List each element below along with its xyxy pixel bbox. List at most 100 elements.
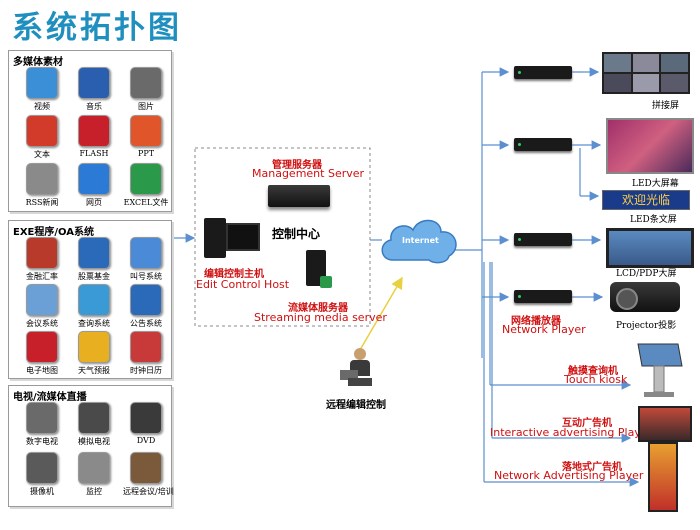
satellite-icon (26, 402, 58, 434)
media-tile-label: EXCEL文件 (123, 198, 169, 207)
exe-tile-label: 叫号系统 (130, 272, 162, 281)
streaming-label-en: Streaming media server (254, 311, 387, 324)
rss-icon (26, 163, 58, 195)
excel-icon (130, 163, 162, 195)
internet-label: Internet (402, 236, 439, 245)
camcorder-icon (26, 452, 58, 484)
exe-tile: 电子地图 (19, 331, 65, 376)
network-player-4-icon (514, 290, 572, 303)
edit-host-label-en: Edit Control Host (196, 278, 290, 291)
pc-tower-icon (204, 218, 226, 258)
media-tile: 视频 (19, 67, 65, 112)
streaming-label-cn: 流媒体服务器 (288, 303, 348, 314)
led-strip-label: LED条文屏 (630, 215, 677, 225)
tv-tile-label: 摄像机 (30, 487, 54, 496)
monitor-icon (226, 223, 260, 251)
clock-icon (130, 331, 162, 363)
text-icon (26, 115, 58, 147)
exe-tile: 公告系统 (123, 284, 169, 329)
finance-icon (26, 237, 58, 269)
exe-tile-label: 股票基金 (78, 272, 110, 281)
meeting-icon (26, 284, 58, 316)
notice-icon (130, 284, 162, 316)
network-player-label-cn: 网络播放器 (511, 316, 561, 327)
touch-kiosk-label-cn: 触摸查询机 (568, 366, 618, 377)
exe-tile: 叫号系统 (123, 237, 169, 282)
tv-tile-label: 数字电视 (26, 437, 58, 446)
tv-tile: 摄像机 (19, 452, 65, 497)
exe-tile-label: 公告系统 (130, 319, 162, 328)
media-tile-label: RSS新闻 (25, 198, 59, 207)
projector-label: Projector投影 (616, 321, 677, 331)
tv-tile: 远程会议/培训 (123, 452, 174, 497)
management-server-label-en: Management Server (252, 167, 365, 180)
weather-icon (78, 331, 110, 363)
exe-tile: 股票基金 (71, 237, 117, 282)
exe-tile-label: 电子地图 (26, 366, 58, 375)
floor-player-label-cn: 落地式广告机 (562, 462, 622, 473)
network-player-1-icon (514, 66, 572, 79)
picture-icon (130, 67, 162, 99)
media-panel-title: 多媒体素材 (13, 57, 63, 68)
flash-icon (78, 115, 110, 147)
media-tile: 音乐 (71, 67, 117, 112)
media-tile: RSS新闻 (19, 163, 65, 208)
media-tile: FLASH (71, 115, 117, 158)
exe-tile: 会议系统 (19, 284, 65, 329)
exe-tile-label: 时钟日历 (130, 366, 162, 375)
interactive-player-icon (638, 406, 692, 442)
tv-tile-label: 模拟电视 (78, 437, 110, 446)
media-tile-label: 图片 (138, 102, 154, 111)
page-title: 系统拓扑图 (12, 10, 182, 46)
led-big-screen-label: LED大屏幕 (632, 179, 679, 189)
media-tile-label: PPT (137, 149, 155, 158)
exe-tile-label: 会议系统 (26, 319, 58, 328)
tv-tile-label: DVD (136, 436, 156, 445)
dvd-icon (130, 402, 162, 434)
touch-kiosk-label-en: Touch kiosk (564, 373, 628, 386)
tv-tile-label: 监控 (86, 487, 102, 496)
media-tile: 文本 (19, 115, 65, 160)
management-server-label-cn: 管理服务器 (272, 160, 322, 171)
tv-tile: DVD (123, 402, 169, 445)
rack-server-icon (268, 185, 330, 207)
tv-tile-label: 远程会议/培训 (123, 487, 174, 496)
exe-tile: 天气预报 (71, 331, 117, 376)
edit-host-label-cn: 编辑控制主机 (204, 269, 264, 280)
tv-tile: 模拟电视 (71, 402, 117, 447)
media-tile-label: 网页 (86, 198, 102, 207)
touch-kiosk-icon (637, 343, 683, 397)
internet-cloud-icon (381, 219, 457, 264)
exe-panel-title: EXE程序/OA系统 (13, 227, 94, 238)
lcd-screen-label: LCD/PDP大屏 (616, 269, 677, 279)
led-big-screen-icon (606, 118, 694, 174)
conference-icon (130, 452, 162, 484)
floor-player-icon (648, 442, 678, 512)
media-tile-label: FLASH (79, 149, 109, 158)
exe-tile: 金融汇率 (19, 237, 65, 282)
media-tile: 网页 (71, 163, 117, 208)
interactive-player-label-cn: 互动广告机 (562, 418, 612, 429)
media-tile: EXCEL文件 (123, 163, 169, 208)
web-icon (78, 163, 110, 195)
exe-tile-label: 金融汇率 (26, 272, 58, 281)
media-tile-label: 视频 (34, 102, 50, 111)
exe-panel: EXE程序/OA系统 金融汇率 股票基金 叫号系统会议系统 查询系统公告系统电子地图 天… (8, 220, 172, 379)
floor-player-label-en: Network Advertising Player (494, 469, 644, 482)
media-tile: 图片 (123, 67, 169, 112)
network-player-3-icon (514, 233, 572, 246)
query-icon (78, 284, 110, 316)
video-icon (26, 67, 58, 99)
tv-tile: 监控 (71, 452, 117, 497)
exe-tile: 时钟日历 (123, 331, 169, 376)
tower-icon (78, 402, 110, 434)
remote-edit-label: 远程编辑控制 (326, 400, 386, 411)
lcd-screen-icon (606, 228, 694, 268)
ppt-icon (130, 115, 162, 147)
tv-panel-title: 电视/流媒体直播 (13, 392, 87, 403)
music-icon (78, 67, 110, 99)
exe-tile-label: 天气预报 (78, 366, 110, 375)
stock-icon (78, 237, 110, 269)
exe-tile: 查询系统 (71, 284, 117, 329)
